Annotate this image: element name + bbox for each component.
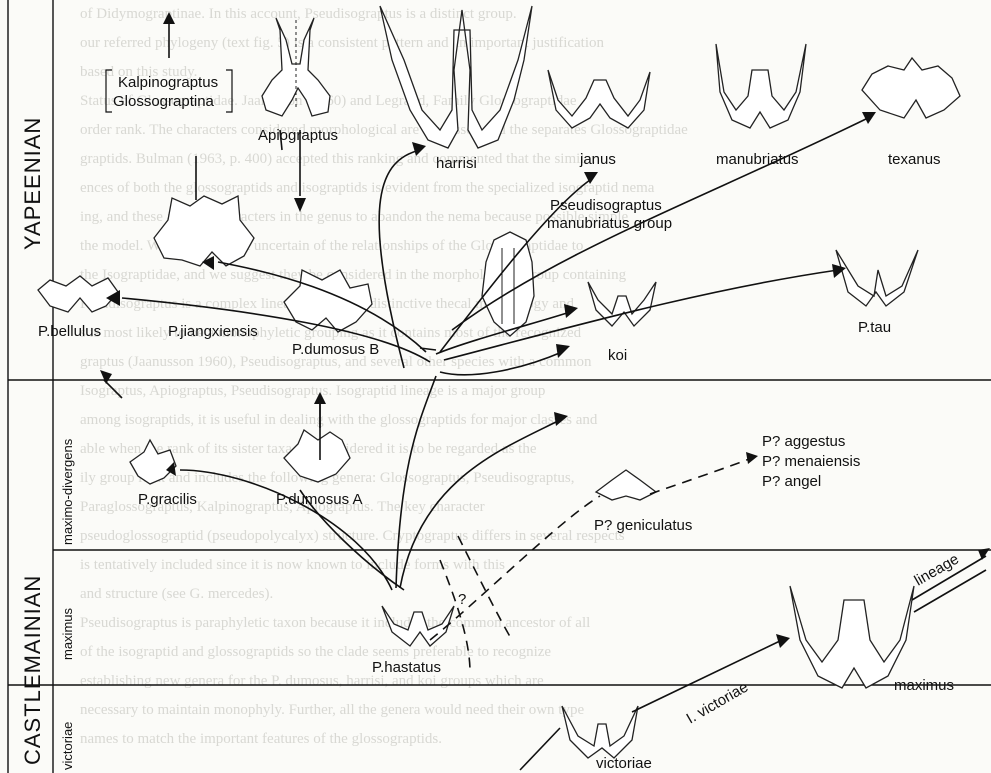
label-kalpinograptus: Kalpinograptus — [118, 74, 218, 91]
background-text: of Didymograptinae. In this account, Pse… — [80, 6, 688, 747]
label-glossograptina: Glossograptina — [113, 93, 215, 110]
background-text-line: Isograptus, Apiograptus, Pseudisograptus… — [80, 383, 545, 399]
zone-maximus: maximus — [60, 607, 75, 660]
label-p-angel: P? angel — [762, 473, 821, 490]
specimen-maximus — [790, 586, 914, 688]
label-harrisi: harrisi — [436, 155, 477, 172]
label-p-bellulus: P.bellulus — [38, 323, 101, 340]
arrow-victoriae-in — [520, 728, 560, 770]
stage-castlemainian: CASTLEMAINIAN — [20, 575, 45, 765]
specimen-p-jiangxiensis — [154, 196, 254, 266]
stage-yapeenian: YAPEENIAN — [20, 117, 45, 250]
label-p-gracilis: P.gracilis — [138, 491, 197, 508]
background-text-line: the Isograptidae, and we suggest they be… — [80, 267, 627, 283]
background-text-line: necessary to maintain monophyly. Further… — [80, 702, 584, 718]
specimen-manubriatus — [716, 44, 806, 128]
label-manubriatus-group: manubriatus group — [547, 215, 672, 232]
background-text-line: establishing new genera for the P. dumos… — [80, 673, 544, 689]
label-maximus: maximus — [894, 677, 954, 694]
label-p-tau: P.tau — [858, 319, 891, 336]
label-texanus: texanus — [888, 151, 941, 168]
background-text-line: among isograptids, it is useful in deali… — [80, 412, 598, 428]
label-p-dumosus-b: P.dumosus B — [292, 341, 379, 358]
background-text-line: graptids. Bulman (1963, p. 400) accepted… — [80, 151, 596, 167]
specimen-p-bellulus — [38, 276, 118, 312]
specimen-texanus — [862, 58, 960, 118]
label-koi: koi — [608, 347, 627, 364]
background-text-line: of Didymograptinae. In this account, Pse… — [80, 6, 517, 22]
background-text-line: names to match the important features of… — [80, 731, 442, 747]
label-manubriatus: manubriatus — [716, 151, 799, 168]
label-l-victoriae: I. victoriae — [684, 679, 752, 728]
label-apiograptus: Apiograptus — [258, 127, 338, 144]
background-text-line: Pseudisograptus is paraphyletic taxon be… — [80, 615, 590, 631]
background-text-line: pseudoglossograptid (pseudopolycalyx) st… — [80, 528, 625, 544]
label-p-jiangxiensis: P.jiangxiensis — [168, 323, 258, 340]
zone-victoriae: victoriae — [60, 722, 75, 770]
label-victoriae: victoriae — [596, 755, 652, 772]
kalpinograptus-box: Kalpinograptus Glossograptina — [106, 12, 232, 112]
label-p-hastatus: P.hastatus — [372, 659, 441, 676]
background-text-line: and structure (see G. mercedes). — [80, 586, 273, 602]
background-text-line: ences of both the glossograptids and iso… — [80, 180, 655, 196]
label-p-menaiensis: P? menaiensis — [762, 453, 860, 470]
specimen-p-hastatus — [382, 606, 454, 646]
label-pseudisograptus: Pseudisograptus — [550, 197, 662, 214]
label-lineage: lineage — [912, 551, 962, 590]
dashed-arrow-aggestus — [650, 458, 752, 494]
specimen-p-geniculatus — [596, 470, 656, 500]
label-p-aggestus: P? aggestus — [762, 433, 845, 450]
label-p-dumosus-a: P.dumosus A — [276, 491, 362, 508]
label-question: ? — [458, 591, 466, 608]
zone-maximo-divergens: maximo-divergens — [60, 438, 75, 545]
label-janus: janus — [579, 151, 616, 168]
specimen-p-tau — [836, 250, 918, 306]
background-text-line: order rank. The characters considered mo… — [80, 122, 688, 138]
background-text-line: of the isograptid and glossograptids so … — [80, 644, 551, 660]
label-p-geniculatus: P? geniculatus — [594, 517, 692, 534]
